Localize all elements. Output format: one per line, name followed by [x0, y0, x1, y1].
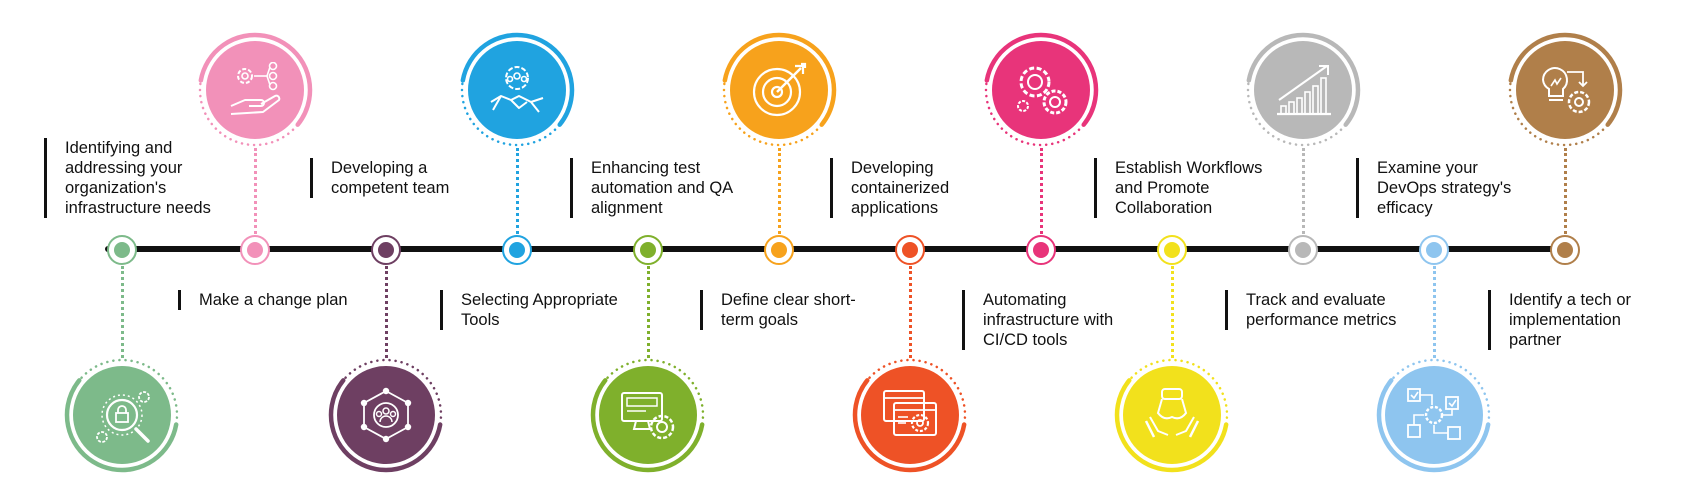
icon-ring — [1376, 357, 1492, 473]
step-label: Automating infrastructure with CI/CD too… — [962, 290, 1142, 350]
icon-disc — [73, 366, 171, 464]
monitor-gear-icon — [621, 392, 675, 440]
icon-ring — [852, 357, 968, 473]
step-icon-circle — [1374, 355, 1494, 475]
step-icon-circle — [1243, 30, 1363, 150]
icon-ring — [197, 32, 313, 148]
gears-hand-icon — [230, 62, 281, 115]
step-label: Developing a competent team — [310, 158, 490, 198]
step-icon-circle — [326, 355, 446, 475]
connector-line — [1302, 148, 1305, 234]
timeline-dot — [895, 235, 925, 265]
step-icon-circle — [62, 355, 182, 475]
timeline-dot — [1550, 235, 1580, 265]
connector-line — [1040, 148, 1043, 234]
timeline-dot — [1419, 235, 1449, 265]
gears-icon — [1017, 66, 1068, 115]
team-network-icon — [360, 387, 412, 443]
connector-line — [1171, 266, 1174, 358]
icon-disc — [1254, 41, 1352, 139]
timeline-dot — [1288, 235, 1318, 265]
icon-disc — [337, 366, 435, 464]
icon-disc — [861, 366, 959, 464]
step-icon-circle — [719, 30, 839, 150]
timeline-dot — [633, 235, 663, 265]
timeline-line — [105, 246, 1573, 252]
icon-disc — [992, 41, 1090, 139]
step-label: Identify a tech or implementation partne… — [1488, 290, 1668, 350]
icon-disc — [468, 41, 566, 139]
hands-collaboration-icon — [1144, 388, 1200, 438]
connector-line — [121, 266, 124, 358]
connector-line — [647, 266, 650, 358]
user-lock-search-icon — [96, 391, 150, 443]
step-label: Examine your DevOps strategy's efficacy — [1356, 158, 1536, 218]
icon-ring — [590, 357, 706, 473]
timeline-dot — [502, 235, 532, 265]
bulb-gear-icon — [1542, 67, 1591, 114]
timeline-dot — [240, 235, 270, 265]
connector-line — [909, 266, 912, 358]
connector-line — [1433, 266, 1436, 358]
step-icon-circle — [850, 355, 970, 475]
connector-line — [1564, 148, 1567, 234]
icon-ring — [459, 32, 575, 148]
icon-ring — [328, 357, 444, 473]
bar-chart-growth-icon — [1277, 65, 1331, 116]
target-arrow-icon — [752, 62, 807, 117]
step-icon-circle — [588, 355, 708, 475]
icon-disc — [1516, 41, 1614, 139]
browser-windows-gear-icon — [883, 390, 937, 436]
icon-ring — [1114, 357, 1230, 473]
timeline-dot — [107, 235, 137, 265]
step-label: Enhancing test automation and QA alignme… — [570, 158, 750, 218]
icon-ring — [1245, 32, 1361, 148]
step-label: Make a change plan — [178, 290, 358, 310]
step-icon-circle — [195, 30, 315, 150]
step-label: Selecting Appropriate Tools — [440, 290, 620, 330]
workflow-checklist-icon — [1407, 388, 1461, 440]
icon-ring — [64, 357, 180, 473]
connector-line — [254, 148, 257, 234]
step-label: Define clear short-term goals — [700, 290, 880, 330]
connector-line — [385, 266, 388, 358]
step-label: Identifying and addressing your organiza… — [44, 138, 224, 218]
icon-ring — [983, 32, 1099, 148]
step-label: Developing containerized applications — [830, 158, 1010, 218]
icon-disc — [730, 41, 828, 139]
step-icon-circle — [1112, 355, 1232, 475]
connector-line — [778, 148, 781, 234]
timeline-dot — [1026, 235, 1056, 265]
timeline-dot — [371, 235, 401, 265]
timeline-dot — [764, 235, 794, 265]
step-label: Establish Workflows and Promote Collabor… — [1094, 158, 1274, 218]
icon-disc — [206, 41, 304, 139]
icon-ring — [1507, 32, 1623, 148]
step-icon-circle — [457, 30, 577, 150]
icon-disc — [599, 366, 697, 464]
team-handshake-icon — [490, 66, 544, 113]
step-label: Track and evaluate performance metrics — [1225, 290, 1405, 330]
step-icon-circle — [1505, 30, 1625, 150]
icon-ring — [721, 32, 837, 148]
timeline-dot — [1157, 235, 1187, 265]
step-icon-circle — [981, 30, 1101, 150]
icon-disc — [1385, 366, 1483, 464]
icon-disc — [1123, 366, 1221, 464]
connector-line — [516, 148, 519, 234]
